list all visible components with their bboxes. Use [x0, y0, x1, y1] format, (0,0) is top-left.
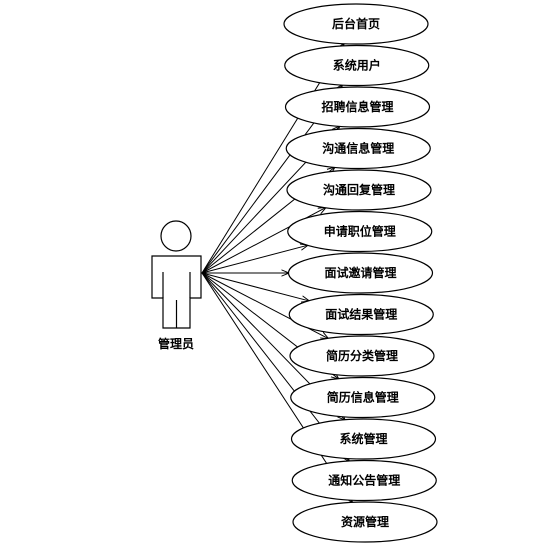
use-case-label: 系统管理: [339, 431, 387, 446]
use-case-label: 申请职位管理: [324, 224, 396, 239]
use-case-label: 招聘信息管理: [321, 99, 393, 114]
use-case-label: 沟通回复管理: [323, 182, 395, 197]
use-case-label: 简历分类管理: [326, 348, 398, 363]
use-case[interactable]: 沟通信息管理: [285, 127, 431, 170]
use-case[interactable]: 后台首页: [283, 3, 429, 45]
use-case[interactable]: 通知公告管理: [291, 459, 437, 502]
use-case-ellipse[interactable]: [283, 3, 429, 45]
use-case-ellipse[interactable]: [285, 127, 431, 170]
use-case-ellipse[interactable]: [287, 210, 433, 253]
use-case-ellipse[interactable]: [290, 418, 437, 460]
use-case-label: 简历信息管理: [327, 390, 399, 405]
use-case-label: 面试邀请管理: [324, 265, 396, 280]
use-case[interactable]: 申请职位管理: [287, 210, 433, 253]
use-case-ellipse[interactable]: [286, 169, 432, 211]
use-case-ellipse[interactable]: [284, 86, 431, 128]
use-case[interactable]: 面试邀请管理: [287, 252, 434, 294]
use-case-label: 资源管理: [341, 514, 389, 529]
use-case-ellipse[interactable]: [289, 335, 435, 377]
use-case-label: 面试结果管理: [325, 307, 397, 322]
use-case[interactable]: 资源管理: [292, 501, 438, 543]
use-case-ellipse[interactable]: [291, 459, 437, 502]
use-case[interactable]: 系统管理: [290, 418, 437, 460]
use-case-ellipse[interactable]: [288, 293, 434, 336]
use-case-label: 沟通信息管理: [322, 141, 394, 156]
use-case[interactable]: 招聘信息管理: [284, 86, 431, 128]
use-case-ellipse[interactable]: [292, 501, 438, 543]
use-case-label: 通知公告管理: [328, 473, 400, 488]
use-case-ellipse[interactable]: [284, 44, 430, 87]
use-case[interactable]: 简历分类管理: [289, 335, 435, 377]
use-case[interactable]: 系统用户: [284, 44, 430, 87]
use-case-label: 后台首页: [332, 16, 380, 31]
association-arrow: [201, 245, 308, 274]
actor-head: [160, 220, 192, 252]
actor-body: [151, 255, 202, 329]
use-case[interactable]: 面试结果管理: [288, 293, 434, 336]
use-case-label: 系统用户: [333, 58, 381, 73]
association-arrow: [201, 272, 309, 301]
use-case-list: 后台首页系统用户招聘信息管理沟通信息管理沟通回复管理申请职位管理面试邀请管理面试…: [283, 3, 438, 543]
actor-figure: [151, 220, 202, 329]
use-case[interactable]: 简历信息管理: [290, 376, 436, 419]
use-case-ellipse[interactable]: [290, 376, 436, 419]
use-case-ellipse[interactable]: [287, 252, 434, 294]
use-case[interactable]: 沟通回复管理: [286, 169, 432, 211]
actor-label: 管理员: [158, 336, 194, 351]
